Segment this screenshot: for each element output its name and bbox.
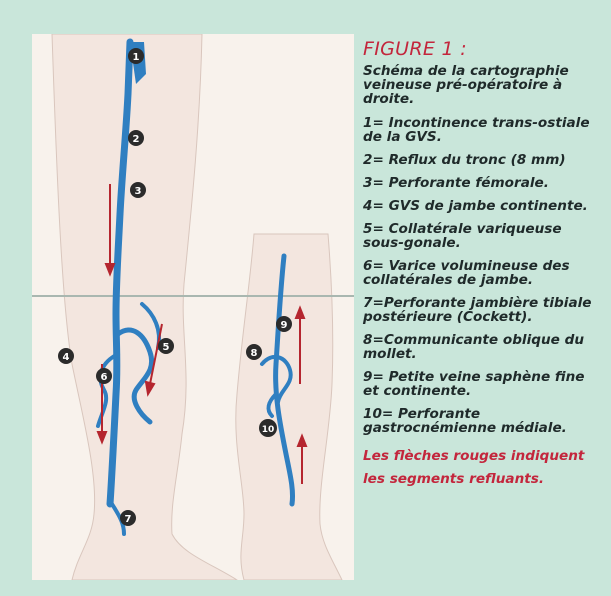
marker-8: 8 — [246, 344, 262, 360]
legend-item: 1= Incontinence trans-ostiale de la GVS. — [363, 116, 603, 144]
marker-5: 5 — [158, 338, 174, 354]
marker-7: 7 — [120, 510, 136, 526]
marker-9: 9 — [276, 316, 292, 332]
legend-item: 10= Perforante gastrocnémienne médiale. — [363, 407, 603, 435]
reflux-note-line-2: les segments refluants. — [363, 468, 603, 491]
legend-item: 8=Communicante oblique du mollet. — [363, 333, 603, 361]
svg-text:5: 5 — [163, 342, 170, 353]
svg-text:9: 9 — [281, 320, 288, 331]
legend-item: 3= Perforante fémorale. — [363, 176, 603, 190]
svg-text:10: 10 — [262, 425, 275, 435]
svg-text:3: 3 — [135, 186, 142, 197]
svg-text:1: 1 — [133, 52, 140, 63]
svg-text:2: 2 — [133, 134, 140, 145]
legend-item: 9= Petite veine saphène fine et continen… — [363, 370, 603, 398]
marker-4: 4 — [58, 348, 74, 364]
reflux-note: Les flèches rouges indiquent les segment… — [363, 445, 603, 491]
legend-item: 5= Collatérale variqueuse sous-gonale. — [363, 222, 603, 250]
figure-title: FIGURE 1 : — [363, 38, 603, 60]
svg-text:8: 8 — [251, 348, 258, 359]
svg-text:7: 7 — [125, 514, 132, 525]
leg-illustration: 1 2 3 4 5 6 7 — [32, 34, 354, 580]
reflux-note-line-1: Les flèches rouges indiquent — [363, 445, 603, 468]
marker-1: 1 — [128, 48, 144, 64]
vein-map-diagram: 1 2 3 4 5 6 7 — [32, 34, 354, 580]
svg-text:4: 4 — [63, 352, 70, 363]
marker-3: 3 — [130, 182, 146, 198]
legend-item: 7=Perforante jambière tibiale postérieur… — [363, 296, 603, 324]
marker-10: 10 — [259, 419, 277, 437]
marker-2: 2 — [128, 130, 144, 146]
legend-item: 2= Reflux du tronc (8 mm) — [363, 153, 603, 167]
figure-caption: FIGURE 1 : Schéma de la cartographie vei… — [363, 38, 603, 491]
figure-description: Schéma de la cartographie veineuse pré-o… — [363, 64, 603, 106]
svg-text:6: 6 — [101, 372, 108, 383]
legend-item: 6= Varice volumineuse des collatérales d… — [363, 259, 603, 287]
marker-6: 6 — [96, 368, 112, 384]
legend-item: 4= GVS de jambe continente. — [363, 199, 603, 213]
figure-frame: 1 2 3 4 5 6 7 — [12, 12, 599, 584]
